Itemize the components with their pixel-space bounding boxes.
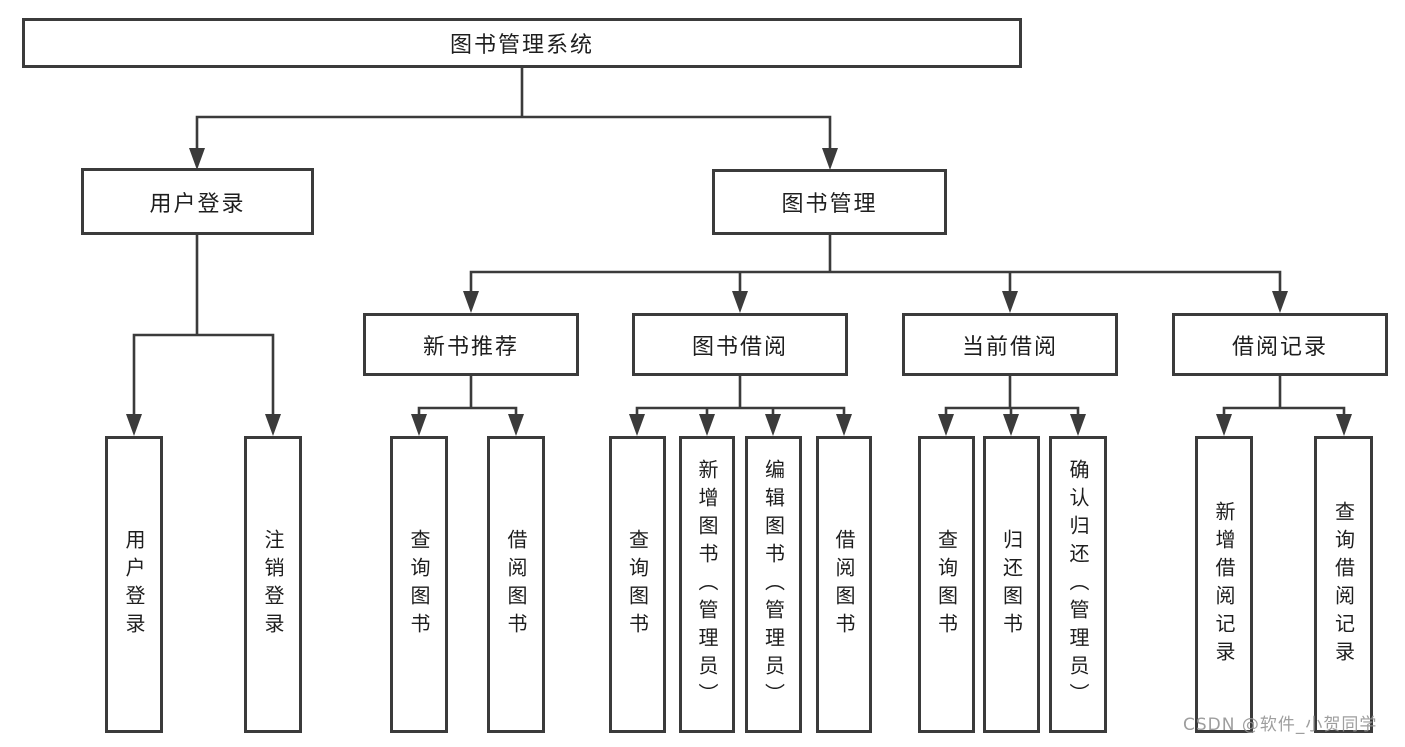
leaf-add-borrow-record: 新增借阅记录 xyxy=(1195,436,1253,733)
tree-edges xyxy=(132,66,1346,418)
leaf-query-books-recommend: 查询图书 xyxy=(390,436,448,733)
leaf-query-books-borrowing: 查询图书 xyxy=(609,436,666,733)
leaf-edit-books-admin: 编辑图书（管理员） xyxy=(745,436,802,733)
leaf-add-books-admin: 新增图书（管理员） xyxy=(679,436,735,733)
node-root-system: 图书管理系统 xyxy=(22,18,1022,68)
leaf-return-books: 归还图书 xyxy=(983,436,1040,733)
arrowhead-icons xyxy=(126,148,1352,436)
leaf-query-borrow-record: 查询借阅记录 xyxy=(1314,436,1373,733)
leaf-logout: 注销登录 xyxy=(244,436,302,733)
leaf-borrow-books-recommend: 借阅图书 xyxy=(487,436,545,733)
node-new-book-recommend: 新书推荐 xyxy=(363,313,579,376)
leaf-user-login: 用户登录 xyxy=(105,436,163,733)
node-book-borrowing: 图书借阅 xyxy=(632,313,848,376)
node-borrowing-records: 借阅记录 xyxy=(1172,313,1388,376)
csdn-watermark: CSDN @软件_小贺同学 xyxy=(1183,715,1378,735)
node-book-management-branch: 图书管理 xyxy=(712,169,947,235)
leaf-query-books-current: 查询图书 xyxy=(918,436,975,733)
leaf-borrow-books: 借阅图书 xyxy=(816,436,872,733)
leaf-confirm-return-admin: 确认归还（管理员） xyxy=(1049,436,1107,733)
node-user-login-branch: 用户登录 xyxy=(81,168,314,235)
node-current-borrowing: 当前借阅 xyxy=(902,313,1118,376)
